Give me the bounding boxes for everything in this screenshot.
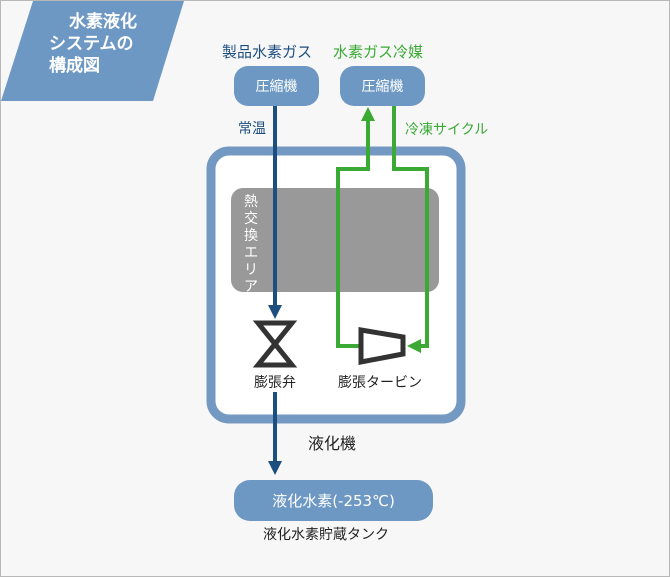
expansion-valve-label: 膨張弁 bbox=[254, 375, 296, 391]
compressor-left: 圧縮機 bbox=[234, 66, 319, 106]
hydrogen-arrow-to-tank bbox=[268, 461, 282, 475]
refrigerant-loop-line bbox=[392, 104, 429, 348]
heat-exchange-area-label: 熱 交 換 エ リ ア bbox=[241, 194, 261, 296]
heat-exchange-char: 換 bbox=[244, 228, 258, 244]
liquid-hydrogen-tank: 液化水素(-253℃) bbox=[234, 480, 433, 521]
liquefier-label: 液化機 bbox=[308, 434, 357, 453]
hydrogen-gas-header: 製品水素ガス bbox=[222, 43, 313, 61]
heat-exchange-char: 交 bbox=[244, 211, 258, 227]
hydrogen-arrow-to-valve bbox=[268, 305, 282, 319]
title-line: システムの bbox=[49, 34, 134, 54]
heat-exchange-char: ア bbox=[244, 279, 258, 295]
compressor-right: 圧縮機 bbox=[340, 66, 425, 106]
tank-caption: 液化水素貯蔵タンク bbox=[263, 527, 389, 543]
refrigerant-arrow-to-turbine bbox=[407, 339, 421, 353]
expansion-turbine-label: 膨張タービン bbox=[338, 375, 422, 391]
refrigerant-gas-header: 水素ガス冷媒 bbox=[333, 43, 424, 61]
heat-exchange-char: エ bbox=[244, 245, 258, 261]
title-line: 構成図 bbox=[49, 56, 100, 76]
refrigerant-return-line bbox=[336, 119, 370, 348]
heat-exchange-char: リ bbox=[244, 262, 258, 278]
ambient-label: 常温 bbox=[238, 121, 266, 137]
expansion-valve-icon bbox=[252, 320, 298, 368]
heat-exchange-area bbox=[231, 188, 439, 292]
title-line: 水素液化 bbox=[69, 12, 137, 32]
refrigeration-cycle-label: 冷凍サイクル bbox=[405, 122, 489, 138]
title-badge-shape bbox=[1, 1, 184, 101]
refrigerant-arrow-to-compressor bbox=[361, 107, 375, 121]
diagram-title: 水素液化 システムの 構成図 bbox=[21, 11, 161, 77]
heat-exchange-char: 熱 bbox=[244, 194, 258, 210]
expansion-turbine-icon bbox=[358, 327, 406, 366]
